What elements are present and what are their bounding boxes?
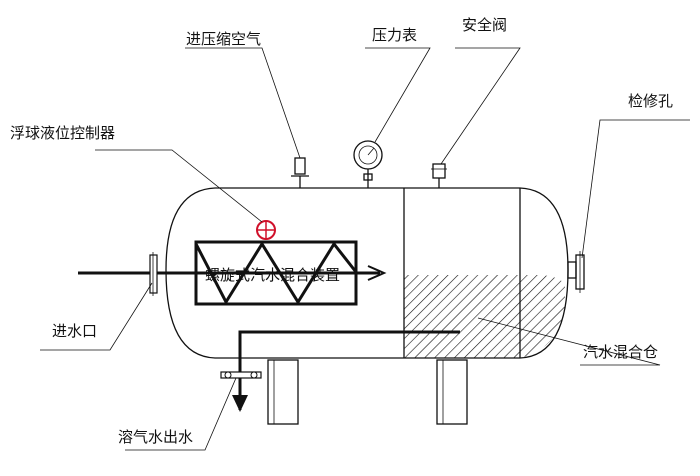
label-outlet: 溶气水出水 — [118, 428, 193, 446]
support-legs — [267, 359, 468, 425]
label-pressure-gauge: 压力表 — [372, 26, 417, 44]
label-water-inlet: 进水口 — [52, 322, 97, 340]
label-float-controller: 浮球液位控制器 — [10, 124, 115, 142]
pressure-gauge — [353, 140, 383, 188]
float-valve — [256, 220, 276, 240]
label-air-inlet: 进压缩空气 — [186, 30, 261, 48]
outlet-pipe — [220, 330, 460, 412]
water-inlet-pipe — [78, 252, 387, 296]
safety-valve — [431, 163, 447, 188]
inspection-hole-flange — [567, 251, 585, 293]
label-safety-valve: 安全阀 — [462, 16, 507, 34]
water-hatch — [404, 275, 565, 358]
leader-lines — [40, 47, 690, 451]
air-inlet-fitting — [291, 157, 309, 188]
label-mix-chamber: 汽水混合仓 — [583, 343, 658, 361]
label-inspection-hole: 检修孔 — [628, 92, 673, 110]
label-spiral-mixer: 螺旋式汽水混合装置 — [205, 266, 340, 284]
